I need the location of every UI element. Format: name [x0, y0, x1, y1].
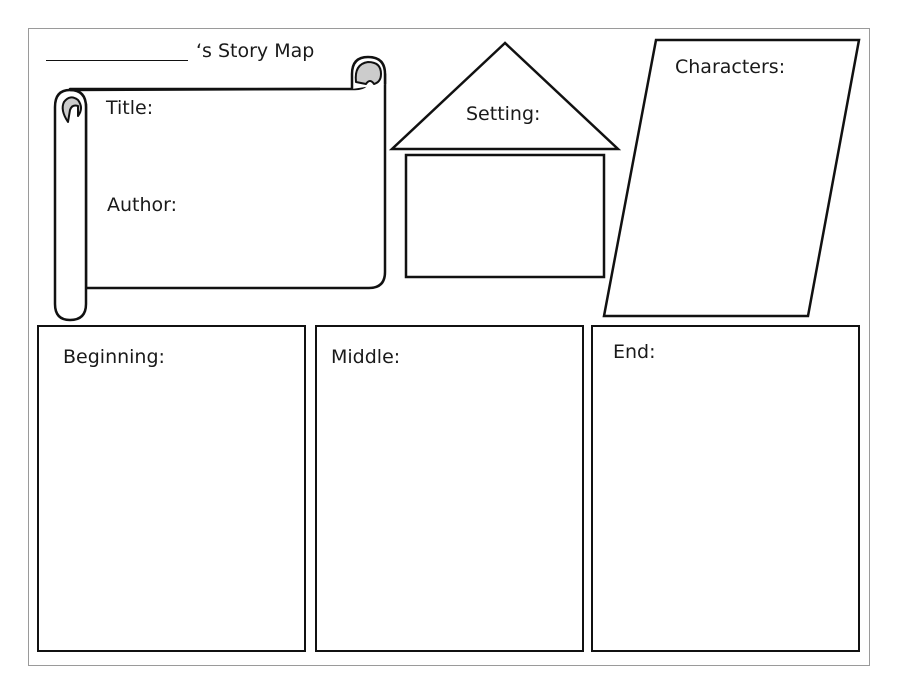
title-field[interactable] [160, 96, 370, 124]
scroll-icon [53, 55, 387, 322]
end-box[interactable]: End: [591, 325, 860, 652]
characters-field[interactable] [660, 90, 830, 300]
beginning-box[interactable]: Beginning: [37, 325, 306, 652]
end-label: End: [613, 341, 656, 363]
setting-field[interactable] [410, 159, 600, 273]
characters-shape [602, 38, 861, 318]
beginning-label: Beginning: [63, 346, 165, 368]
student-name-blank[interactable] [46, 60, 188, 61]
characters-label: Characters: [675, 56, 786, 78]
setting-label: Setting: [466, 103, 541, 125]
title-label: Title: [106, 97, 154, 119]
author-label: Author: [107, 194, 178, 216]
story-map-title: ‘s Story Map [196, 40, 315, 62]
author-field[interactable] [185, 193, 370, 221]
middle-label: Middle: [331, 346, 401, 368]
setting-house-body [404, 153, 606, 279]
middle-box[interactable]: Middle: [315, 325, 584, 652]
setting-roof-shape [388, 41, 622, 151]
